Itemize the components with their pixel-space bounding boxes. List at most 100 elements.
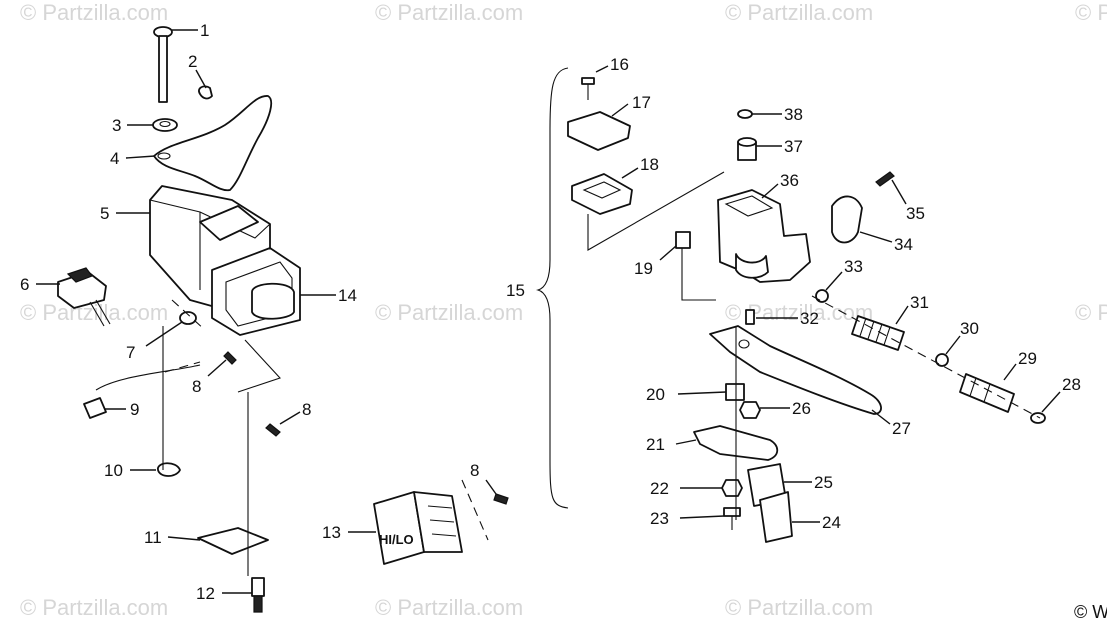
guide-line	[95, 364, 201, 391]
callout-25: 25	[814, 473, 833, 492]
part-30-washer	[935, 353, 949, 367]
callout-17: 17	[632, 93, 651, 112]
part-13-hilo-switch: HI/LO	[373, 479, 509, 565]
callout-21: 21	[646, 435, 665, 454]
part-7-grommet	[179, 311, 197, 325]
part-38-washer	[737, 109, 753, 119]
part-12-bolt	[251, 577, 265, 613]
right-assembly	[536, 67, 1046, 543]
part-26-nut	[739, 401, 761, 419]
part-23-screw	[723, 507, 741, 530]
guide-line	[461, 479, 489, 541]
watermark: © Partzilla.com	[1075, 0, 1107, 25]
copyright-mark: © W	[1074, 602, 1107, 622]
callout-8-screw: 8	[302, 400, 311, 419]
part-19-banjo-bolt	[675, 231, 716, 301]
callout-28: 28	[1062, 375, 1081, 394]
callout-16: 16	[610, 55, 629, 74]
watermark: © Partzilla.com	[725, 0, 873, 25]
hilo-label: HI/LO	[379, 532, 414, 547]
callout-12: 12	[196, 584, 215, 603]
lever-pivot-hole	[738, 339, 750, 349]
callout-2: 2	[188, 52, 197, 71]
part-24-switch-plate	[759, 491, 793, 543]
part-34-clamp	[831, 195, 863, 244]
watermark: © Partzilla.com	[375, 300, 523, 325]
callout-18: 18	[640, 155, 659, 174]
callout-15: 15	[506, 281, 525, 300]
callout-30: 30	[960, 319, 979, 338]
part-27-brake-lever	[709, 325, 882, 415]
callouts: 1 2 3 4 5 6 7 8 9 8 10 11 12	[20, 21, 1081, 603]
part-36-master-cylinder	[717, 189, 811, 283]
callout-29: 29	[1018, 349, 1037, 368]
watermark: © Partzilla.com	[20, 595, 168, 620]
watermark: © Partzilla.com	[1075, 300, 1107, 325]
watermark: © Partzilla.com	[375, 0, 523, 25]
callout-10: 10	[104, 461, 123, 480]
watermark: © Partzilla.com	[725, 595, 873, 620]
callout-7: 7	[126, 343, 135, 362]
callout-37: 37	[784, 137, 803, 156]
group-brace	[536, 67, 569, 509]
watermarks: © Partzilla.com © Partzilla.com © Partzi…	[20, 0, 1107, 620]
callout-1: 1	[200, 21, 209, 40]
axis-line	[811, 295, 1041, 419]
callout-27: 27	[892, 419, 911, 438]
guide-line	[237, 339, 281, 393]
part-4-throttle-lever	[153, 95, 272, 192]
part-33-washer	[815, 289, 829, 303]
part-17-reservoir-cover	[567, 111, 631, 151]
callout-36: 36	[780, 171, 799, 190]
left-assembly	[57, 26, 301, 613]
callout-31: 31	[910, 293, 929, 312]
guide-line	[587, 171, 725, 251]
part-6-switch	[57, 267, 111, 327]
callout-4: 4	[110, 149, 119, 168]
part-2-clip	[198, 85, 213, 100]
part-20-spring	[725, 383, 745, 401]
part-8-screw	[223, 351, 237, 365]
callout-9: 9	[130, 400, 139, 419]
callout-33: 33	[844, 257, 863, 276]
callout-13: 13	[322, 523, 341, 542]
callout-19: 19	[634, 259, 653, 278]
part-4-pivot-hole	[157, 152, 171, 160]
part-16-screw	[581, 77, 595, 100]
callout-35: 35	[906, 204, 925, 223]
callout-20: 20	[646, 385, 665, 404]
part-14-switch-module	[211, 247, 301, 336]
part-8-screw	[493, 493, 509, 505]
callout-11: 11	[144, 528, 162, 547]
callout-8-screw: 8	[192, 377, 201, 396]
part-3-washer	[152, 118, 178, 132]
callout-8-screw: 8	[470, 461, 479, 480]
callout-14: 14	[338, 286, 357, 305]
callout-24: 24	[822, 513, 841, 532]
callout-6: 6	[20, 275, 29, 294]
part-11-cover-plate	[197, 527, 269, 555]
callout-3: 3	[112, 116, 121, 135]
callout-32: 32	[800, 309, 819, 328]
part-18-diaphragm	[571, 173, 633, 215]
part-37-bushing	[737, 137, 757, 161]
watermark: © Partzilla.com	[20, 300, 168, 325]
part-1-pin	[153, 26, 173, 103]
part-28-seal	[1030, 412, 1046, 424]
part-9-connector	[83, 397, 107, 419]
part-10-eclip	[157, 462, 181, 477]
part-29-piston	[959, 373, 1015, 413]
callout-34: 34	[894, 235, 913, 254]
callout-26: 26	[792, 399, 811, 418]
guide-line	[171, 299, 206, 331]
part-32-pin	[745, 309, 755, 325]
watermark: © Partzilla.com	[20, 0, 168, 25]
callout-38: 38	[784, 105, 803, 124]
callout-22: 22	[650, 479, 669, 498]
callout-23: 23	[650, 509, 669, 528]
callout-5: 5	[100, 204, 109, 223]
part-35-screw	[875, 171, 895, 187]
part-8-screw	[265, 423, 281, 437]
part-22-nut	[721, 479, 743, 497]
